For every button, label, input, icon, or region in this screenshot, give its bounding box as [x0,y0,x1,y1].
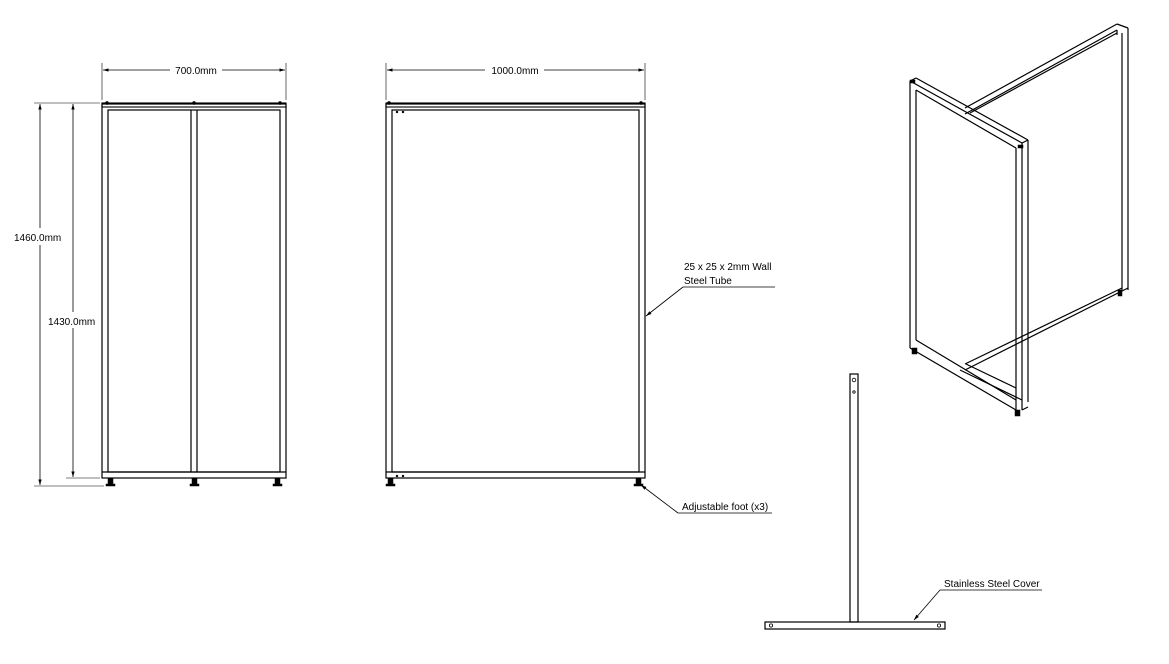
width-dimension-1000: 1000.0mm [385,63,646,100]
adjustable-foot [633,477,644,487]
callout-tube-line2: Steel Tube [684,276,732,287]
height-label-1430: 1430.0mm [48,317,95,328]
callout-cover-label: Stainless Steel Cover [944,579,1040,590]
callout-steel-tube: 25 x 25 x 2mm Wall Steel Tube [645,262,775,317]
adjustable-foot [189,477,200,487]
front-view-wide-screen [385,101,646,487]
height-label-1460: 1460.0mm [14,233,61,244]
height-dimension-1430: 1430.0mm [48,104,100,479]
adjustable-foot [105,477,116,487]
callout-stainless-cover: Stainless Steel Cover [913,579,1042,621]
width-dimension-700: 700.0mm [101,63,287,100]
adjustable-foot [272,477,283,487]
stand-foot-detail [764,373,946,630]
isometric-view [909,23,1129,417]
width-label-700: 700.0mm [175,66,217,77]
height-dimension-1460: 1460.0mm [14,102,104,487]
front-view-narrow-screen [101,101,287,487]
adjustable-foot [385,477,396,487]
width-label-1000: 1000.0mm [491,66,538,77]
callout-adjustable-foot: Adjustable foot (x3) [640,484,772,514]
callout-foot-label: Adjustable foot (x3) [682,502,768,513]
callout-tube-line1: 25 x 25 x 2mm Wall [684,262,771,273]
